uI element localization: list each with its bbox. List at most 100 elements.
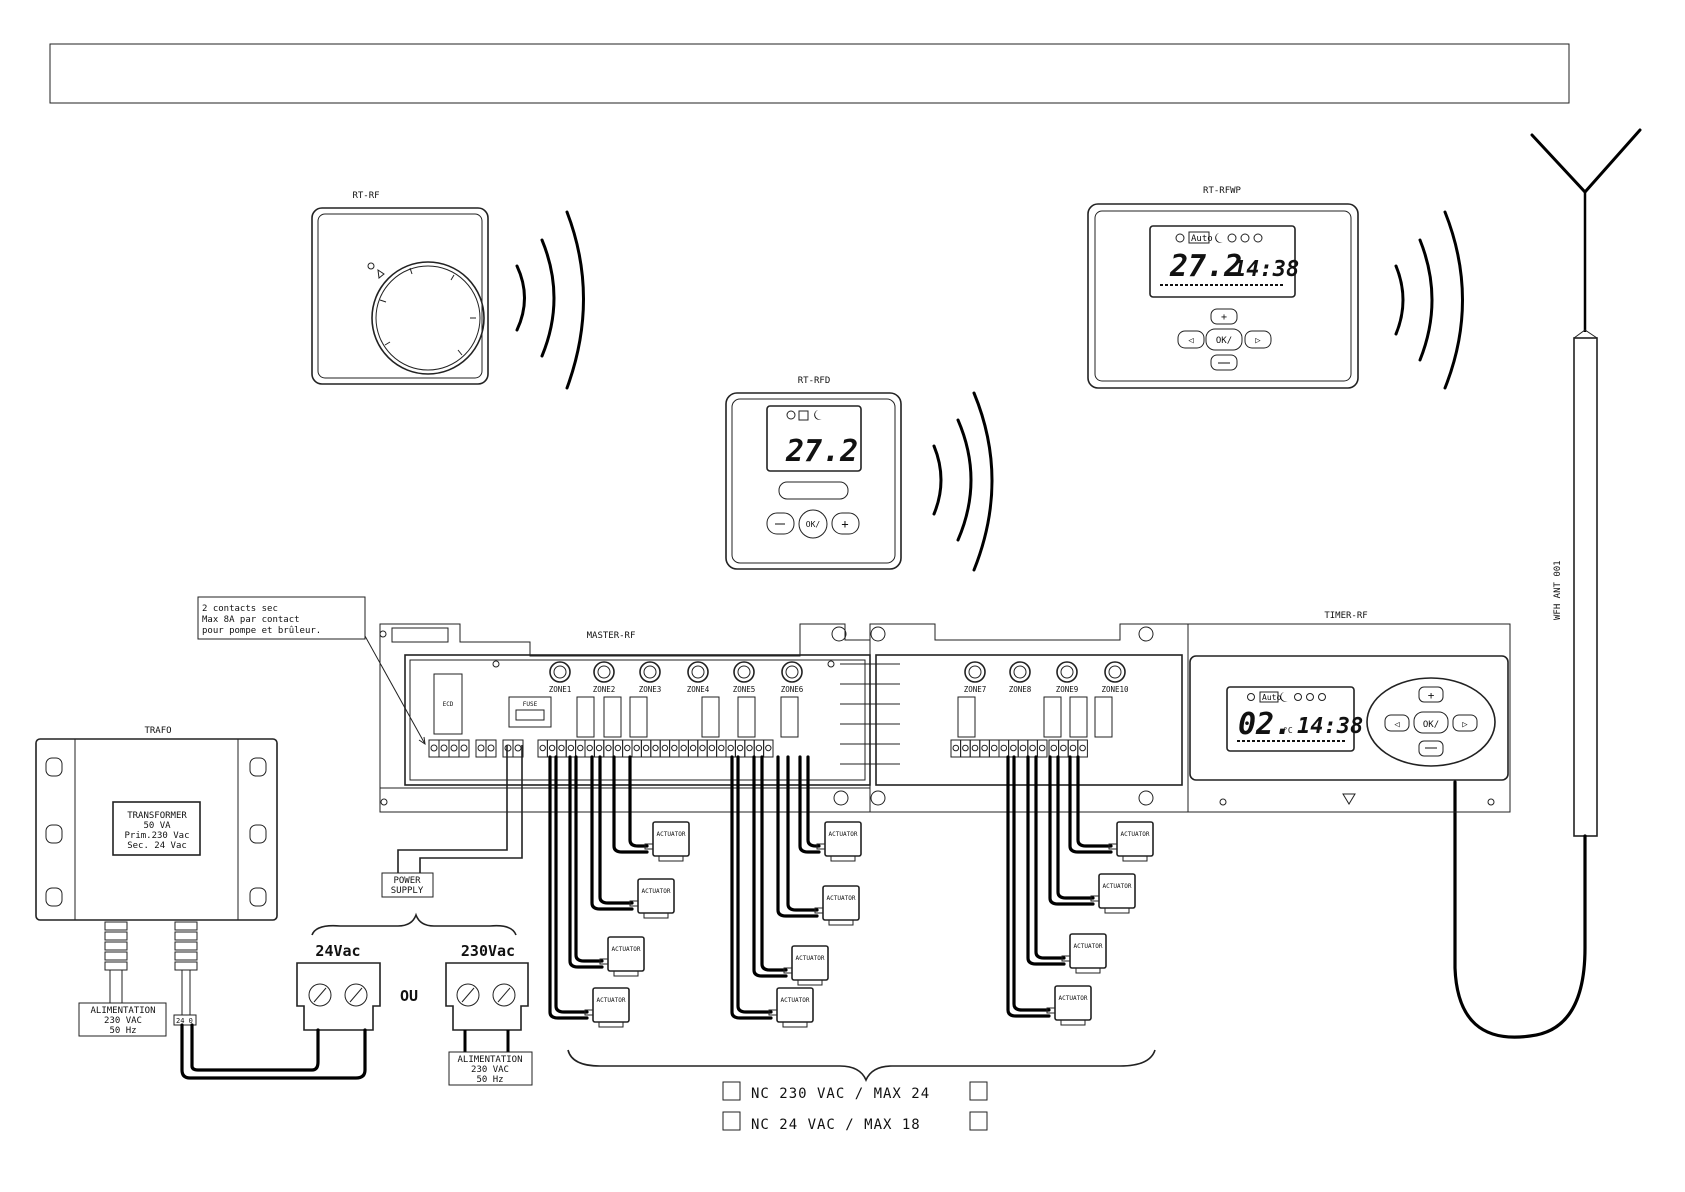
extension-terminal-block [950, 739, 1088, 758]
actuator-body [607, 936, 645, 972]
rt-rfwp-mode: Auto [1191, 234, 1213, 244]
ok-button[interactable] [1413, 711, 1449, 734]
screw-icon [1000, 744, 1008, 752]
manual-icon [798, 410, 809, 421]
actuator-label: ACTUATOR [597, 997, 626, 1004]
actuator-small-icon [722, 1081, 741, 1101]
plus-button[interactable] [1418, 686, 1444, 703]
timer-rf-ok: OK/ [1423, 720, 1439, 730]
actuator-wire [590, 755, 634, 911]
actuator-wire [1006, 755, 1051, 1018]
actuator-connector [1046, 1007, 1056, 1014]
plus-icon: + [1428, 689, 1435, 702]
plus-icon: + [1221, 312, 1227, 323]
actuator-base [658, 855, 684, 862]
actuator-connector [814, 907, 824, 914]
screw-icon [755, 744, 763, 752]
actuator-brace [567, 1049, 1156, 1083]
screw-icon [971, 744, 979, 752]
trafo: TRAFO TRANSFORMER 50 VA Prim.230 Vac Sec… [35, 726, 278, 1037]
screw-icon [981, 744, 988, 752]
actuator-wire [786, 755, 819, 912]
zone-label: ZONE5 [733, 685, 756, 694]
actuator-connector [768, 1009, 778, 1016]
actuator-label: ACTUATOR [827, 895, 856, 902]
screw-terminal [734, 739, 746, 758]
screw-icon [539, 744, 546, 752]
actuator-body [1098, 873, 1136, 909]
sun-icon [367, 262, 375, 270]
plus-button[interactable] [1210, 308, 1238, 325]
actuator-small-icon [722, 1111, 741, 1131]
rt-rfd-radio-waves [932, 391, 994, 572]
screw-terminal [640, 739, 652, 758]
screw-icon [689, 744, 697, 752]
screw-icon [736, 744, 744, 752]
left-button[interactable] [1384, 714, 1410, 732]
actuator-body [637, 878, 675, 914]
power-supply-line2: SUPPLY [391, 886, 424, 896]
rt-rfd-mode-button[interactable] [778, 481, 849, 500]
screw-icon [962, 744, 969, 752]
screw-icon [708, 744, 716, 752]
screw-terminal [678, 739, 689, 758]
screw-terminal [998, 739, 1010, 758]
screw-terminal [1036, 739, 1048, 758]
actuator-group: ACTUATORACTUATORACTUATORACTUATORACTUATOR… [548, 755, 1154, 1028]
screw-terminal [502, 739, 514, 758]
screw-terminal [659, 739, 671, 758]
trafo-plate-line1: TRANSFORMER [127, 811, 187, 821]
right-button[interactable] [1244, 330, 1272, 349]
screw-terminal [537, 739, 548, 758]
zone-led-inner [785, 665, 799, 679]
left-button[interactable] [1177, 330, 1205, 349]
zone-label: ZONE3 [639, 685, 662, 694]
moon-icon [814, 410, 822, 420]
screw-terminal [1067, 739, 1079, 758]
timer-rf-housing [1189, 655, 1509, 781]
screw-terminal [485, 739, 497, 758]
master-rf-fuse: FUSE [523, 701, 538, 708]
zone-led [1009, 661, 1031, 683]
actuator-body [1069, 933, 1107, 969]
screw-icon [595, 744, 603, 752]
zone-led [781, 661, 803, 683]
zone-led-inner [1108, 665, 1122, 679]
minus-button[interactable] [766, 512, 795, 535]
trafo-housing [35, 738, 278, 921]
footer-legend: NC 230 VAC / MAX 24 NC 24 VAC / MAX 18 [722, 1081, 988, 1133]
alimentation-left-line1: ALIMENTATION [90, 1006, 155, 1016]
power-icon [1240, 233, 1250, 243]
ok-button[interactable] [798, 509, 828, 539]
screw-terminal [593, 739, 605, 758]
actuator-connector [1090, 895, 1100, 902]
alimentation-right-line2: 230 VAC [471, 1065, 509, 1075]
clock-icon [1318, 693, 1326, 701]
screw-terminal [603, 739, 614, 758]
actuator-wire [1056, 755, 1095, 900]
zone-label: ZONE2 [593, 685, 616, 694]
snowflake-icon [1227, 233, 1237, 243]
screw-terminal [1017, 739, 1029, 758]
screw-icon [1050, 744, 1058, 752]
trafo-plate-line3: Prim.230 Vac [124, 831, 189, 841]
rt-rfwp-lcd [1149, 225, 1296, 298]
actuator-small-icon [969, 1111, 988, 1131]
ok-button[interactable] [1205, 328, 1243, 351]
screw-icon [514, 744, 522, 752]
actuator-wire [1048, 755, 1095, 906]
minus-button[interactable] [1210, 354, 1238, 371]
screw-icon [727, 744, 734, 752]
screw-icon [548, 744, 556, 752]
actuator-label: ACTUATOR [781, 997, 810, 1004]
actuator-base [1104, 907, 1130, 914]
actuator-wire [574, 755, 604, 963]
minus-button[interactable] [1418, 740, 1444, 757]
actuator-label: ACTUATOR [829, 831, 858, 838]
right-button[interactable] [1452, 714, 1478, 732]
rt-rfd-thermostat: RT-RFD 27.2 OK/ + [725, 376, 902, 570]
zone-led-inner [691, 665, 705, 679]
plus-button[interactable] [831, 512, 860, 535]
